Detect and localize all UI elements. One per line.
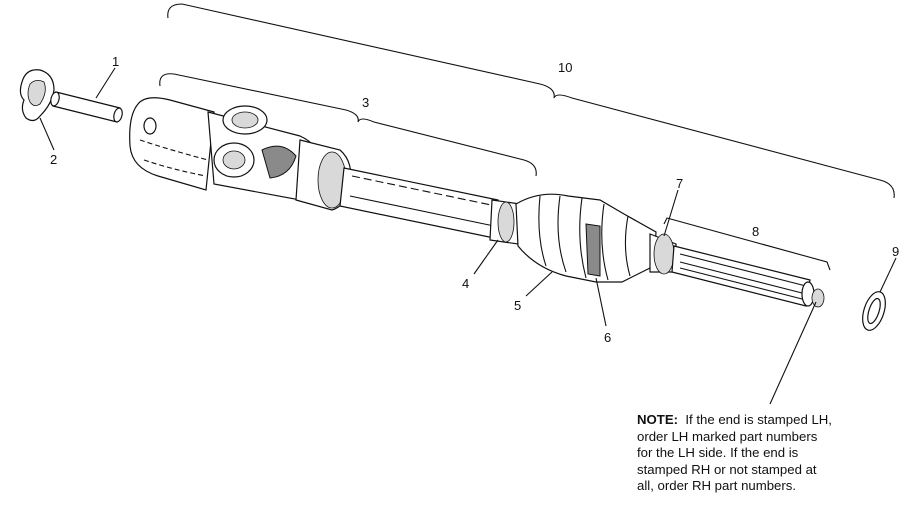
bracket-8 bbox=[663, 217, 831, 271]
note-line-2: order LH marked part numbers bbox=[637, 428, 818, 444]
bracket-3 bbox=[159, 73, 537, 177]
leader-7 bbox=[663, 189, 679, 237]
leader-note bbox=[769, 301, 817, 405]
note-line-5: all, order RH part numbers. bbox=[637, 478, 797, 494]
leader-1 bbox=[95, 67, 116, 99]
snap-ring-part bbox=[862, 291, 886, 331]
leader-9 bbox=[879, 257, 897, 293]
boot-clamp-small bbox=[489, 199, 521, 245]
splined-stub-shaft bbox=[671, 245, 825, 308]
axle-shaft bbox=[339, 167, 499, 239]
leader-5 bbox=[525, 271, 553, 297]
note-label: NOTE: bbox=[637, 412, 679, 427]
inner-yoke bbox=[129, 97, 215, 191]
spring-clip-part bbox=[19, 69, 55, 122]
note-line-4: stamped RH or not stamped at bbox=[637, 461, 817, 477]
callout-4: 4 bbox=[462, 276, 469, 291]
callout-6: 6 bbox=[604, 330, 611, 345]
leader-2 bbox=[39, 117, 55, 151]
note-line-1: If the end is stamped LH, bbox=[685, 412, 832, 427]
callout-3: 3 bbox=[362, 95, 369, 110]
bracket-10 bbox=[167, 3, 895, 199]
boot-clamp-large bbox=[585, 223, 601, 277]
callout-9: 9 bbox=[892, 244, 899, 259]
outer-cv-joint bbox=[649, 233, 677, 275]
note-text: NOTE: If the end is stamped LH, order LH… bbox=[637, 412, 902, 495]
u-joint-cross bbox=[207, 105, 320, 201]
callout-1: 1 bbox=[112, 54, 119, 69]
cv-boot bbox=[515, 193, 657, 283]
roll-pin-part bbox=[50, 91, 123, 123]
callout-10: 10 bbox=[558, 60, 572, 75]
callout-2: 2 bbox=[50, 152, 57, 167]
leader-6 bbox=[595, 277, 607, 327]
leader-4 bbox=[473, 239, 499, 275]
note-line-3: for the LH side. If the end is bbox=[637, 445, 799, 461]
callout-7: 7 bbox=[676, 176, 683, 191]
callout-5: 5 bbox=[514, 298, 521, 313]
callout-8: 8 bbox=[752, 224, 759, 239]
